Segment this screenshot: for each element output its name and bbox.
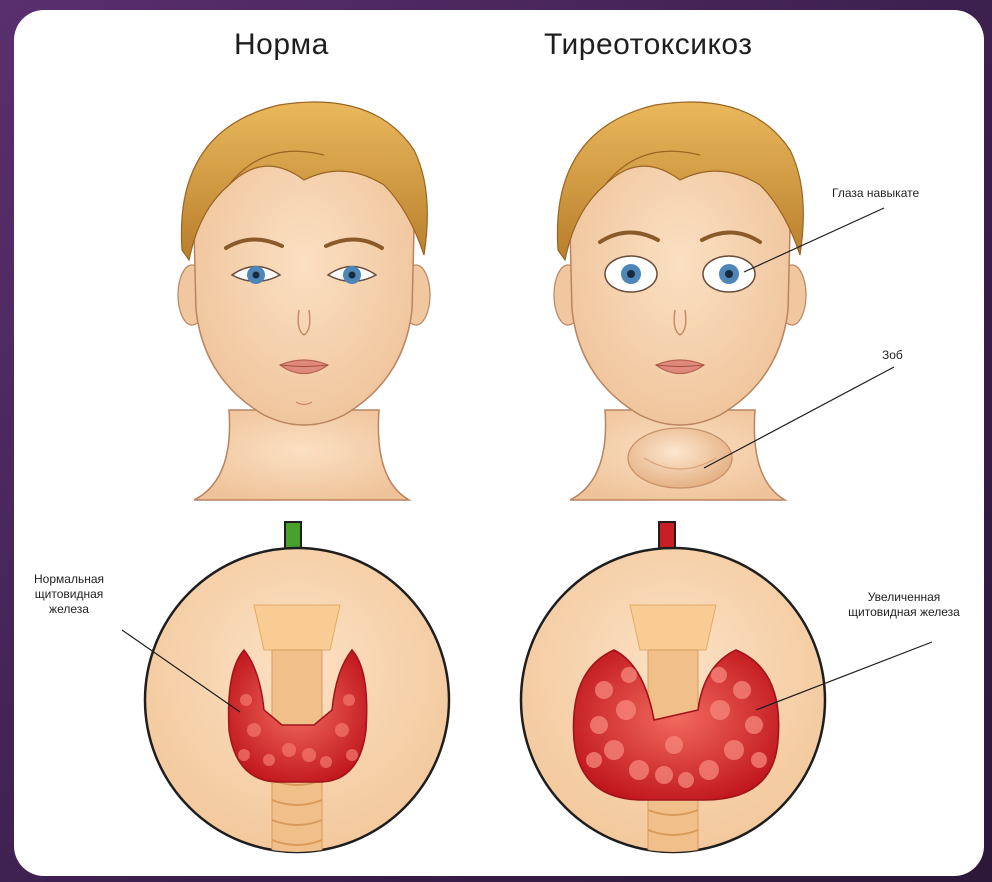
- thyroid-illustration: [14, 10, 984, 876]
- label-bulging-eyes: Глаза навыкате: [832, 186, 919, 201]
- label-normal-gland: Нормальная щитовидная железа: [16, 572, 122, 617]
- label-goiter: Зоб: [882, 348, 903, 363]
- label-normal-gland-line2: щитовидная: [16, 587, 122, 602]
- face-thyrotoxicosis: [554, 102, 806, 500]
- face-normal: [178, 102, 430, 500]
- label-enlarged-gland-line1: Увеличенная: [826, 590, 982, 605]
- normal-thyroid-circle: [145, 548, 449, 870]
- label-normal-gland-line3: железа: [16, 602, 122, 617]
- label-enlarged-gland: Увеличенная щитовидная железа: [826, 590, 982, 620]
- label-normal-gland-line1: Нормальная: [16, 572, 122, 587]
- label-enlarged-gland-line2: щитовидная железа: [826, 605, 982, 620]
- slide-panel: Норма Тиреотоксикоз Глаза навыкате Зоб Н…: [14, 10, 984, 876]
- title-normal: Норма: [234, 28, 329, 62]
- title-thyrotoxicosis: Тиреотоксикоз: [544, 28, 753, 62]
- enlarged-thyroid-circle: [521, 548, 825, 870]
